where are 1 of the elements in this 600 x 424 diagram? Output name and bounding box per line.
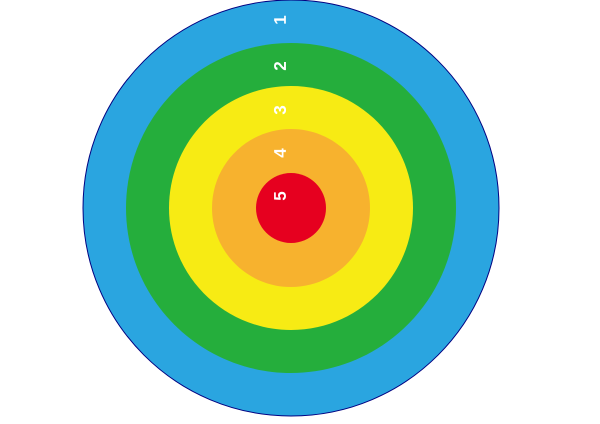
target-ring: 5 [256,173,326,243]
